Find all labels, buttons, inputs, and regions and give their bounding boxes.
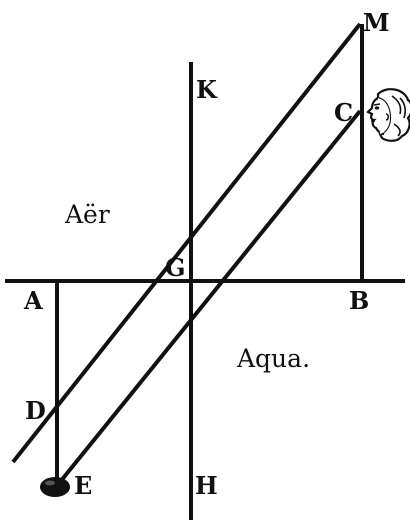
stone-icon (40, 477, 70, 497)
label-h: H (195, 471, 218, 500)
ray-m-d (11, 22, 362, 464)
label-e: E (74, 471, 92, 500)
label-m: M (363, 8, 390, 37)
water-label: Aqua. (236, 344, 310, 373)
label-g: G (165, 253, 186, 282)
ray-c-e (58, 109, 362, 484)
label-c: C (334, 98, 353, 127)
label-b: B (349, 286, 369, 315)
label-d: D (25, 396, 46, 425)
label-a: A (23, 286, 43, 315)
face-icon (366, 88, 410, 142)
air-label: Aër (64, 200, 110, 229)
label-k: K (196, 75, 218, 104)
